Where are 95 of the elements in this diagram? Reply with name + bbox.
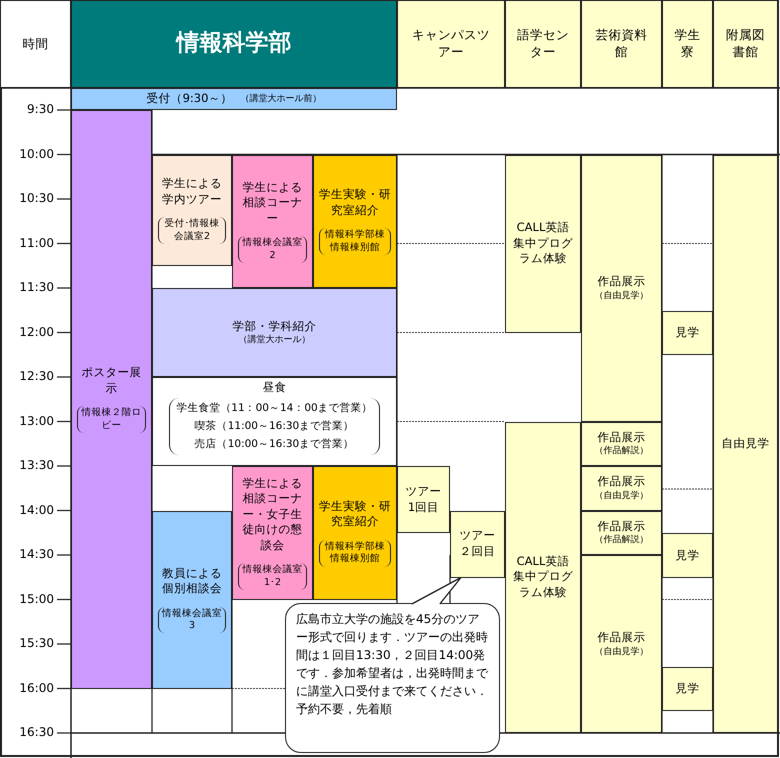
header-text: 語学センター — [516, 27, 570, 61]
event-title: 自由見学 — [722, 436, 770, 452]
time-label: 10:00 — [18, 146, 54, 160]
column-header — [713, 0, 778, 88]
location-label: （講堂大ホール前） — [240, 92, 322, 106]
time-label: 15:30 — [18, 636, 54, 650]
time-label: 11:30 — [18, 280, 54, 294]
event-title: ツアー２回目 — [458, 528, 496, 560]
header-text: 学生寮 — [674, 27, 702, 61]
event-note: （講堂大ホール） — [238, 334, 310, 346]
schedule-block — [450, 510, 505, 578]
column-header — [662, 0, 713, 88]
header-text: 時間 — [22, 36, 48, 52]
schedule-block — [662, 533, 713, 578]
event-title: ツアー1回目 — [404, 484, 442, 516]
time-label: 12:30 — [18, 369, 54, 383]
time-label: 10:30 — [18, 191, 54, 205]
event-note: （作品解説） — [594, 534, 648, 547]
event-note: （自由見学） — [594, 490, 648, 502]
event-title: CALL英語集中プログラム体験 — [512, 220, 574, 267]
schedule-block — [505, 422, 581, 733]
header-text: キャンパスツアー — [411, 27, 491, 61]
header-text: 附属図書館 — [725, 27, 766, 61]
schedule-block — [71, 110, 152, 688]
event-note: （作品解説） — [594, 445, 648, 458]
room-label: 情報棟会議室2 — [238, 236, 307, 263]
schedule-block — [152, 510, 232, 688]
event-title: 見学 — [676, 548, 700, 564]
opening-hours: 売店（10:00～16:30まで営業） — [194, 437, 356, 452]
event-title: 学生による学内ツアー — [161, 176, 223, 208]
schedule-block — [313, 466, 397, 600]
event-title: 学生による相談コーナー — [242, 180, 304, 226]
event-title: 作品展示 — [598, 474, 646, 490]
time-label: 15:00 — [18, 592, 54, 606]
note-text: 広島市立大学の施設を45分のツアー形式で回ります．ツアーの出発時間は１回目13:30，２回目14:00発です．参加希望者は，出発時間までに講堂入口受付まで来てください．予約不要，先着順 — [296, 611, 489, 718]
event-title: 見学 — [676, 681, 700, 697]
schedule-block — [505, 154, 581, 332]
schedule-block — [152, 154, 232, 266]
room-label: 情報棟会議室1･2 — [238, 563, 307, 590]
schedule-block — [313, 154, 397, 288]
time-label: 16:00 — [18, 680, 54, 694]
schedule-block — [662, 311, 713, 355]
time-label: 14:00 — [18, 502, 54, 516]
event-title: 学生による相談コーナー・女子生徒向けの懇談会 — [242, 476, 304, 554]
schedule-block — [232, 154, 313, 288]
schedule-block — [581, 422, 662, 466]
time-label: 13:30 — [18, 458, 54, 472]
header-text: 芸術資料館 — [594, 27, 648, 61]
schedule-block — [152, 288, 397, 377]
room-label: 受付･情報棟会議室2 — [158, 217, 226, 244]
time-label: 14:30 — [18, 547, 54, 561]
event-title: 作品展示 — [598, 518, 646, 534]
event-title: 受付（9:30～） — [146, 91, 232, 107]
event-title: 学部・学科紹介 — [232, 318, 316, 334]
event-title: CALL英語集中プログラム体験 — [512, 554, 574, 601]
event-note: （自由見学） — [594, 290, 648, 302]
column-header — [505, 0, 581, 88]
schedule-block — [713, 154, 778, 733]
event-title: 教員による個別相談会 — [161, 566, 223, 597]
event-title: 学生実験・研究室紹介 — [319, 498, 391, 530]
time-label: 16:30 — [18, 725, 54, 739]
schedule-block — [662, 667, 713, 711]
column-header — [397, 0, 505, 88]
event-title: 学生実験・研究室紹介 — [319, 187, 391, 218]
column-header — [581, 0, 662, 88]
opening-hours: 学生食堂（11：00～14：00まで営業） — [176, 400, 373, 416]
event-title: 昼食 — [262, 380, 286, 396]
time-label: 11:00 — [18, 236, 54, 250]
column-header — [71, 0, 397, 88]
callout-tail — [411, 576, 462, 605]
time-label: 12:00 — [18, 324, 54, 338]
schedule-block — [232, 466, 313, 600]
event-title: 見学 — [676, 325, 700, 341]
column-header — [0, 0, 71, 88]
schedule-block — [581, 510, 662, 555]
time-label: 13:00 — [18, 414, 54, 428]
event-title: 作品展示 — [598, 274, 646, 290]
room-label: 情報科学部棟情報棟別館 — [319, 540, 391, 567]
header-text: 情報科学部 — [176, 29, 292, 58]
schedule-block — [581, 154, 662, 422]
time-label: 9:30 — [26, 102, 54, 116]
room-label: 情報棟２階ロビー — [77, 406, 146, 434]
event-note: （自由見学） — [594, 646, 648, 658]
schedule-block — [152, 377, 397, 466]
event-title: 作品展示 — [598, 630, 646, 646]
schedule-block — [397, 466, 450, 533]
room-label: 情報棟会議室3 — [158, 606, 226, 634]
schedule-block — [581, 466, 662, 510]
reception-bar — [71, 88, 397, 110]
event-title: ポスター展示 — [80, 365, 142, 396]
schedule-block — [581, 555, 662, 733]
event-title: 作品展示 — [598, 430, 646, 446]
room-label: 情報科学部棟情報棟別館 — [319, 228, 391, 256]
opening-hours: 喫茶（11:00～16:30まで営業） — [194, 418, 356, 434]
speech-bubble — [285, 603, 500, 753]
